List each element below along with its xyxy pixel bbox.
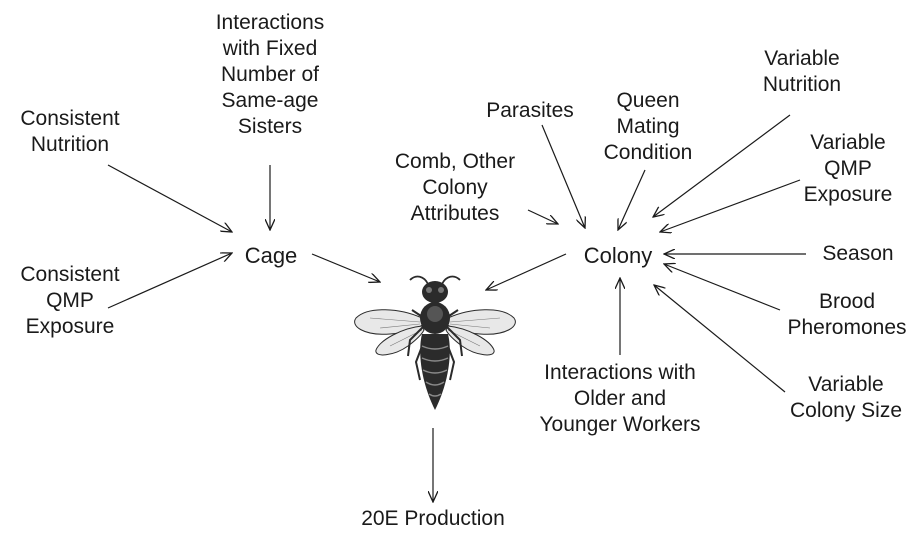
arrow-nutrition-to-cage: [108, 165, 232, 232]
label-consistent-nutrition: Consistent Nutrition: [4, 106, 136, 158]
label-comb-attributes: Comb, Other Colony Attributes: [380, 149, 530, 227]
text-line: Exposure: [4, 314, 136, 340]
text-line: with Fixed: [200, 36, 340, 62]
node-20e-production: 20E Production: [343, 506, 523, 532]
label-variable-qmp: Variable QMP Exposure: [790, 130, 906, 208]
text-line: Comb, Other: [380, 149, 530, 175]
text-line: QMP: [4, 288, 136, 314]
label-variable-nutrition: Variable Nutrition: [742, 46, 862, 98]
label-parasites: Parasites: [472, 98, 588, 124]
text-line: Mating: [596, 114, 700, 140]
text-line: Queen: [596, 88, 700, 114]
text-line: Season: [808, 241, 908, 267]
text-line: Exposure: [790, 182, 906, 208]
arrow-comb-to-colony: [528, 210, 558, 224]
text-line: Variable: [780, 372, 912, 398]
label-season: Season: [808, 241, 908, 267]
honey-bee-icon: [350, 270, 520, 415]
text-line: Colony: [380, 175, 530, 201]
label-variable-colony-size: Variable Colony Size: [780, 372, 912, 424]
text-line: Attributes: [380, 201, 530, 227]
text-line: Older and: [518, 386, 722, 412]
text-line: Parasites: [472, 98, 588, 124]
text-line: QMP: [790, 156, 906, 182]
label-consistent-qmp: Consistent QMP Exposure: [4, 262, 136, 340]
text-line: Sisters: [200, 114, 340, 140]
text-line: Brood: [782, 289, 912, 315]
text-line: Consistent: [4, 106, 136, 132]
text-line: Variable: [790, 130, 906, 156]
label-interactions-workers: Interactions with Older and Younger Work…: [518, 360, 722, 438]
text-line: Consistent: [4, 262, 136, 288]
node-cage: Cage: [236, 243, 306, 269]
arrow-parasites-to-colony: [542, 125, 585, 228]
node-colony: Colony: [568, 243, 668, 269]
text-line: Interactions with: [518, 360, 722, 386]
text-line: Nutrition: [742, 72, 862, 98]
text-line: Same-age: [200, 88, 340, 114]
text-line: Variable: [742, 46, 862, 72]
text-line: Interactions: [200, 10, 340, 36]
text-line: Nutrition: [4, 132, 136, 158]
label-brood-pheromones: Brood Pheromones: [782, 289, 912, 341]
label-queen-mating: Queen Mating Condition: [596, 88, 700, 166]
arrow-var-qmp-to-colony: [660, 180, 800, 232]
text-line: Colony Size: [780, 398, 912, 424]
arrow-brood-to-colony: [664, 264, 780, 310]
text-line: Number of: [200, 62, 340, 88]
text-line: Condition: [596, 140, 700, 166]
text-line: Pheromones: [782, 315, 912, 341]
arrow-queen-to-colony: [618, 170, 645, 230]
text-line: Younger Workers: [518, 412, 722, 438]
label-interactions-fixed: Interactions with Fixed Number of Same-a…: [200, 10, 340, 140]
